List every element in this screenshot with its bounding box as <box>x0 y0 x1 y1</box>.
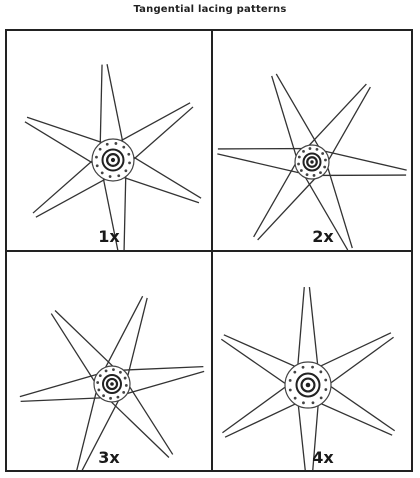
spoke-hole <box>122 391 126 394</box>
spoke-hole <box>124 169 128 173</box>
spoke-hole <box>122 145 126 149</box>
spoke-line <box>324 86 371 168</box>
spoke-hole <box>308 147 312 150</box>
spoke-line <box>300 170 349 250</box>
spoke-hole <box>323 165 327 169</box>
spoke-hole <box>299 169 303 172</box>
spoke-hole <box>302 149 305 153</box>
panel-label-2x: 2x <box>312 227 334 246</box>
spoke-hole <box>293 396 297 400</box>
spoke-line <box>32 156 97 214</box>
spoke-line <box>257 172 321 241</box>
grid-divider-horizontal <box>7 250 411 252</box>
spoke-hole <box>109 396 112 400</box>
panel-label-3x: 3x <box>98 448 120 467</box>
spoke-hole <box>102 394 105 398</box>
spoke-hole <box>100 171 104 175</box>
spoke-hole <box>96 381 100 384</box>
spoke-hole <box>297 162 300 166</box>
spoke-hole <box>112 368 115 372</box>
spoke-line <box>101 172 119 250</box>
spoke-hole <box>119 370 122 374</box>
spoke-hole <box>311 365 314 369</box>
spoke-hole <box>95 155 98 159</box>
spoke-hole <box>124 384 128 387</box>
spoke-hole <box>302 401 305 405</box>
spoke-hole <box>104 369 108 373</box>
spoke-hole <box>288 388 292 392</box>
spoke-hole <box>321 152 325 155</box>
spoke-hole <box>105 142 109 146</box>
spoke-hole <box>98 374 102 377</box>
spoke-line <box>271 75 300 165</box>
spoke-hole <box>123 376 127 380</box>
axle-center <box>310 160 314 164</box>
spoke-hole <box>108 175 112 178</box>
spoke-hole <box>128 161 131 165</box>
spoke-line <box>26 116 108 145</box>
spoke-hole <box>301 365 305 369</box>
spoke-hole <box>324 388 328 391</box>
axle-center <box>110 382 114 386</box>
spoke-hole <box>324 378 328 382</box>
spoke-hole <box>288 379 292 382</box>
spoke-hole <box>127 152 131 156</box>
spoke-hole <box>98 147 102 151</box>
wheel-1x-diagram <box>24 64 202 250</box>
spoke-line <box>35 175 111 218</box>
panel-3x: 3x <box>7 252 211 470</box>
spoke-hole <box>305 173 309 177</box>
panel-4x: 4x <box>213 252 411 470</box>
spoke-hole <box>319 396 323 400</box>
spoke-hole <box>117 174 121 178</box>
spoke-line <box>24 121 98 167</box>
spoke-hole <box>95 164 99 168</box>
spoke-line <box>115 102 191 145</box>
spoke-line <box>303 83 367 152</box>
spoke-hole <box>315 147 319 151</box>
spoke-line <box>123 170 127 250</box>
wheel-3x-diagram <box>19 295 205 470</box>
axle-center <box>305 382 311 388</box>
lacing-grid: 1x 2x 3x 4x <box>5 29 413 472</box>
wheel-4x-diagram <box>220 286 396 470</box>
panel-label-4x: 4x <box>312 448 334 467</box>
spoke-line <box>129 106 194 164</box>
spoke-hole <box>319 370 323 374</box>
spoke-hole <box>114 142 118 145</box>
spoke-line <box>128 153 202 199</box>
spoke-line <box>106 64 125 148</box>
spoke-hole <box>116 395 120 399</box>
spoke-line <box>99 64 103 150</box>
spoke-line <box>217 153 308 176</box>
spoke-hole <box>97 388 101 392</box>
spoke-line <box>316 148 407 171</box>
spoke-hole <box>319 171 322 175</box>
panel-label-1x: 1x <box>98 227 120 246</box>
figure-title: Tangential lacing patterns <box>133 4 287 15</box>
spoke-line <box>253 156 300 238</box>
spoke-hole <box>312 174 316 177</box>
spoke-hole <box>293 370 297 374</box>
spoke-hole <box>297 155 301 159</box>
axle-center <box>110 157 116 163</box>
spoke-hole <box>324 158 327 162</box>
spoke-line <box>324 159 353 249</box>
spoke-line <box>275 73 324 154</box>
panel-1x: 1x <box>7 31 211 250</box>
spoke-line <box>118 175 200 204</box>
panel-2x: 2x <box>213 31 411 250</box>
wheel-2x-diagram <box>217 73 407 250</box>
spoke-hole <box>311 401 315 405</box>
